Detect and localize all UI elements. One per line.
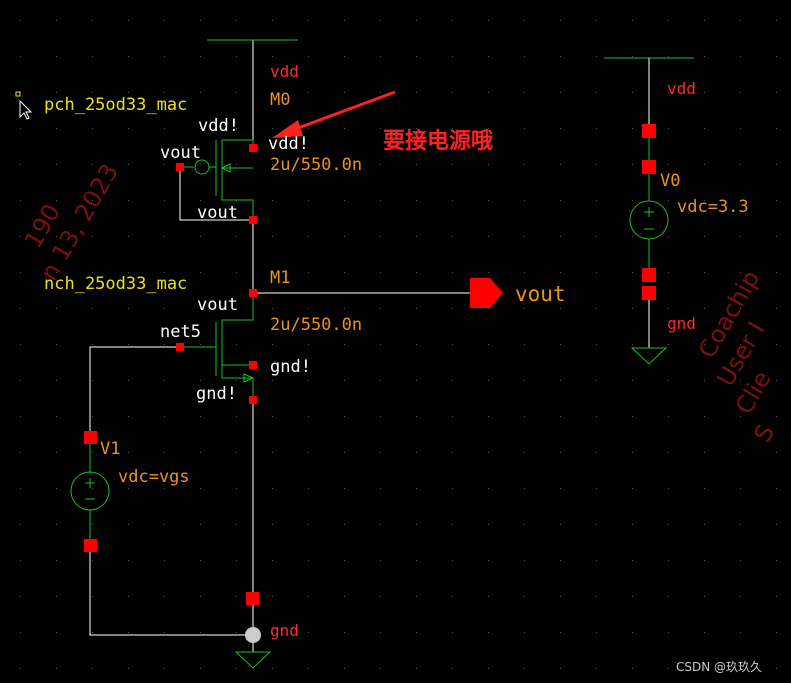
m0-size-label: 2u/550.0n — [270, 155, 362, 175]
v0-source-symbol[interactable] — [629, 200, 669, 240]
m0-bulk-net-label: vdd! — [268, 134, 309, 154]
m0-bulk-pin-label: vdd! — [198, 116, 239, 136]
nmos-m1-symbol[interactable] — [180, 293, 255, 400]
vout-output-pin[interactable] — [470, 278, 503, 308]
v0-minus-pin[interactable] — [642, 268, 656, 282]
m0-drain-net-label: vout — [197, 203, 238, 223]
m1-gate-pin[interactable] — [176, 343, 184, 351]
selection-marker — [15, 91, 21, 97]
watermark-right: Coachip User I Clie S — [693, 265, 780, 447]
v1-instance-name: V1 — [100, 439, 120, 459]
v0-vdd-pin[interactable] — [642, 124, 656, 138]
vout-output-label: vout — [515, 282, 566, 306]
m0-drain-pin[interactable] — [249, 216, 257, 224]
csdn-credit: CSDN @玖玖久 — [676, 660, 762, 674]
v1-plus-pin[interactable] — [84, 431, 97, 444]
annotation-arrow — [272, 90, 396, 138]
m0-instance-name: M0 — [270, 90, 290, 110]
watermark-left: 190 n 13, 2023 — [19, 159, 124, 285]
gnd-symbol-main — [234, 651, 272, 669]
v1-minus-pin[interactable] — [84, 539, 97, 552]
m1-drain-pin[interactable] — [249, 289, 257, 297]
v1-source-symbol[interactable] — [70, 471, 110, 511]
m0-gate-net-label: vout — [160, 143, 201, 163]
m1-drain-net-label: vout — [197, 295, 238, 315]
m1-instance-name: M1 — [270, 268, 290, 288]
v0-vdd-label: vdd — [667, 79, 696, 98]
v0-gnd-pin[interactable] — [642, 286, 656, 300]
v0-instance-name: V0 — [660, 171, 680, 191]
v1-value-label: vdc=vgs — [118, 467, 190, 487]
v0-plus-pin[interactable] — [642, 160, 656, 174]
v0-gnd-label: gnd — [667, 314, 696, 333]
m1-cell-name: nch_25od33_mac — [44, 274, 187, 294]
gnd-pin-main[interactable] — [246, 592, 259, 605]
m0-cell-name: pch_25od33_mac — [44, 95, 187, 115]
m0-gate-pin[interactable] — [176, 163, 184, 171]
wire-v1-to-gnd — [89, 545, 253, 636]
m0-bulk-pin[interactable] — [249, 144, 257, 152]
v0-value-label: vdc=3.3 — [677, 197, 749, 217]
pmos-m0-symbol[interactable] — [180, 139, 254, 220]
gnd-node-dot[interactable] — [245, 627, 261, 643]
wire-net5 — [89, 346, 180, 437]
gnd-label-main: gnd — [270, 621, 299, 640]
vdd-label-main: vdd — [270, 62, 299, 81]
m1-bulk-net-label: gnd! — [270, 357, 311, 377]
gnd-symbol-right — [630, 347, 668, 365]
m1-source-pin[interactable] — [249, 396, 257, 404]
m1-bulk-pin[interactable] — [249, 361, 257, 369]
m1-bulk-pin-label: gnd! — [196, 384, 237, 404]
watermark-right-line-4: S — [748, 420, 780, 447]
mouse-cursor-icon — [19, 99, 33, 120]
wire-m0-gate-to-drain — [179, 167, 253, 221]
m1-size-label: 2u/550.0n — [270, 315, 362, 335]
grid-dots — [20, 20, 777, 669]
m1-gate-net-label: net5 — [160, 322, 201, 342]
annotation-text: 要接电源哦 — [383, 129, 493, 154]
